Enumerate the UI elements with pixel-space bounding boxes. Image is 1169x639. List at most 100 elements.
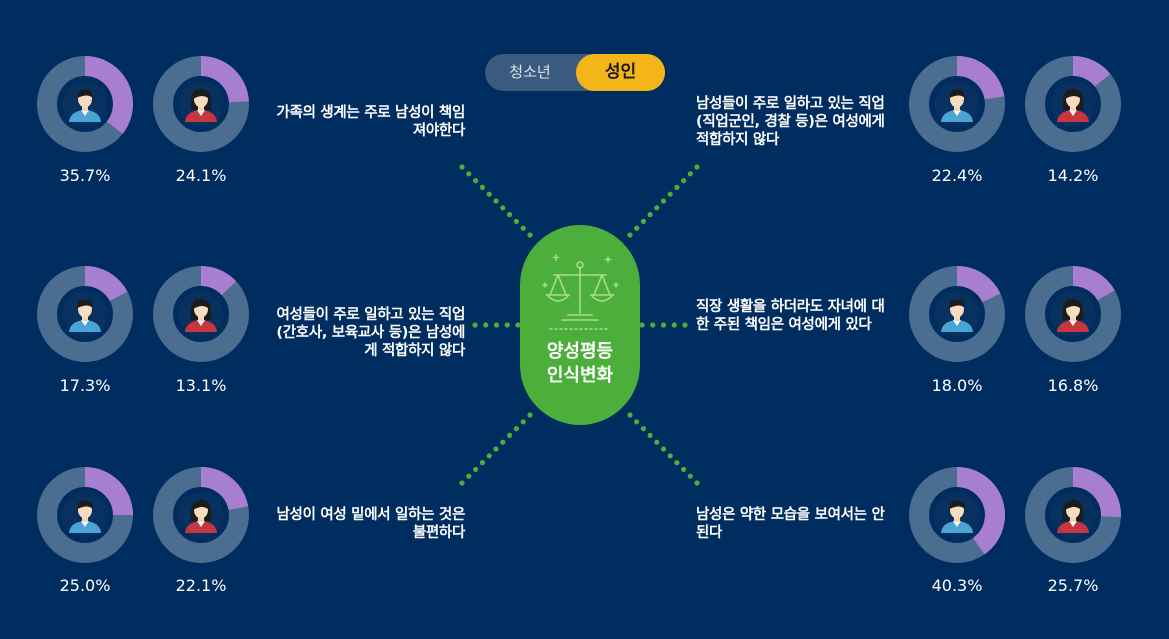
pct-label-female-5: 16.8% bbox=[1047, 376, 1099, 395]
connector-dot bbox=[634, 225, 640, 231]
audience-toggle[interactable]: 청소년 성인 bbox=[485, 54, 665, 91]
connector-dot bbox=[513, 426, 520, 432]
center-pill bbox=[520, 225, 640, 425]
connector-dot bbox=[479, 460, 485, 466]
connector-dot bbox=[667, 191, 673, 197]
pct-label-male-5: 18.0% bbox=[931, 376, 983, 395]
donut-slice-female-4 bbox=[1072, 56, 1111, 87]
donut-female-1 bbox=[153, 56, 249, 152]
pct-label-female-2: 13.1% bbox=[175, 376, 227, 395]
connector-dot bbox=[660, 446, 667, 452]
donut-male-4 bbox=[909, 56, 1005, 152]
pct-label-male-4: 22.4% bbox=[931, 166, 983, 185]
female-person-icon bbox=[178, 492, 224, 538]
connector-dot bbox=[674, 184, 680, 190]
donut-slice-female-5 bbox=[1072, 266, 1115, 301]
donut-female-5 bbox=[1025, 266, 1121, 362]
connector-dot bbox=[627, 412, 633, 418]
donut-slice-male-2 bbox=[84, 266, 128, 302]
female-person-icon bbox=[1050, 492, 1096, 538]
connector-5 bbox=[639, 322, 688, 328]
connector-2 bbox=[472, 322, 521, 328]
connector-1 bbox=[459, 164, 533, 238]
connector-dot bbox=[459, 164, 465, 170]
donut-slice-male-1 bbox=[84, 56, 133, 134]
female-person-icon bbox=[178, 81, 224, 127]
connector-dot bbox=[660, 322, 667, 328]
male-person-icon bbox=[62, 81, 108, 127]
pct-label-male-2: 17.3% bbox=[59, 376, 111, 395]
connector-dot bbox=[654, 439, 660, 445]
donut-female-6 bbox=[1025, 467, 1121, 563]
statement-3: 남성이 여성 밑에서 일하는 것은 불편하다 bbox=[276, 507, 465, 541]
donut-female-3 bbox=[153, 467, 249, 563]
connector-dot bbox=[527, 412, 533, 418]
statement-1: 가족의 생계는 주로 남성이 책임져야한다 bbox=[276, 105, 465, 139]
connector-dot bbox=[466, 473, 472, 479]
pct-label-female-3: 22.1% bbox=[175, 576, 227, 595]
donut-slice-female-2 bbox=[200, 266, 237, 296]
pct-label-male-6: 40.3% bbox=[931, 576, 983, 595]
connector-dot bbox=[466, 171, 472, 177]
statement-2: 여성들이 주로 일하고 있는 직업(간호사, 보육교사 등)은 남성에게 적합하… bbox=[276, 307, 465, 359]
connector-4 bbox=[627, 164, 700, 238]
toggle-youth[interactable]: 청소년 bbox=[509, 63, 551, 81]
connector-6 bbox=[627, 412, 700, 486]
connector-dot bbox=[504, 322, 510, 328]
connector-dot bbox=[634, 419, 640, 425]
connector-dot bbox=[654, 205, 660, 211]
connector-dot bbox=[687, 473, 693, 479]
connector-dot bbox=[500, 205, 506, 211]
male-person-icon bbox=[934, 492, 980, 538]
donut-slice-male-3 bbox=[84, 467, 133, 516]
connector-dot bbox=[520, 225, 526, 231]
pct-label-female-4: 14.2% bbox=[1047, 166, 1099, 185]
donut-female-2 bbox=[153, 266, 249, 362]
center-label: 양성평등 인식변화 bbox=[520, 340, 640, 388]
connector-dot bbox=[650, 322, 656, 328]
male-person-icon bbox=[934, 291, 980, 337]
female-person-icon bbox=[178, 291, 224, 337]
female-person-icon bbox=[1050, 291, 1096, 337]
connector-dot bbox=[486, 453, 492, 459]
pct-label-male-1: 35.7% bbox=[59, 166, 111, 185]
connector-3 bbox=[459, 412, 533, 486]
connector-dot bbox=[674, 460, 680, 466]
connector-dot bbox=[513, 218, 520, 224]
connector-dot bbox=[493, 446, 499, 452]
center-label-line1: 양성평등 bbox=[546, 341, 614, 362]
connector-dot bbox=[687, 171, 693, 177]
donut-female-4 bbox=[1025, 56, 1121, 152]
pct-label-female-6: 25.7% bbox=[1047, 576, 1099, 595]
connector-dot bbox=[681, 178, 687, 184]
connector-dot bbox=[527, 232, 533, 238]
statement-4: 남성들이 주로 일하고 있는 직업(직업군인, 경찰 등)은 여성에게 적합하지… bbox=[696, 96, 885, 148]
donut-male-1 bbox=[37, 56, 133, 152]
donut-slice-female-1 bbox=[200, 56, 249, 103]
connector-dot bbox=[520, 419, 526, 425]
donut-male-6 bbox=[909, 467, 1005, 563]
connector-dot bbox=[640, 218, 647, 224]
connector-dot bbox=[647, 212, 653, 218]
statement-5: 직장 생활을 하더라도 자녀에 대한 주된 책임은 여성에게 있다 bbox=[696, 299, 885, 333]
connector-dot bbox=[694, 164, 700, 170]
connector-dot bbox=[507, 432, 513, 438]
connector-dot bbox=[479, 184, 485, 190]
donut-slice-male-6 bbox=[956, 467, 1005, 555]
connector-dot bbox=[459, 480, 465, 486]
donut-male-3 bbox=[37, 467, 133, 563]
connector-dot bbox=[483, 322, 489, 328]
male-person-icon bbox=[62, 492, 108, 538]
connector-dot bbox=[627, 232, 633, 238]
pct-label-female-1: 24.1% bbox=[175, 166, 227, 185]
connector-dot bbox=[473, 178, 479, 184]
toggle-adult[interactable]: 성인 bbox=[576, 54, 665, 91]
connector-dot bbox=[486, 191, 492, 197]
center-label-line2: 인식변화 bbox=[546, 365, 614, 386]
connector-dot bbox=[682, 322, 688, 328]
connector-dot bbox=[640, 426, 647, 432]
donut-male-5 bbox=[909, 266, 1005, 362]
